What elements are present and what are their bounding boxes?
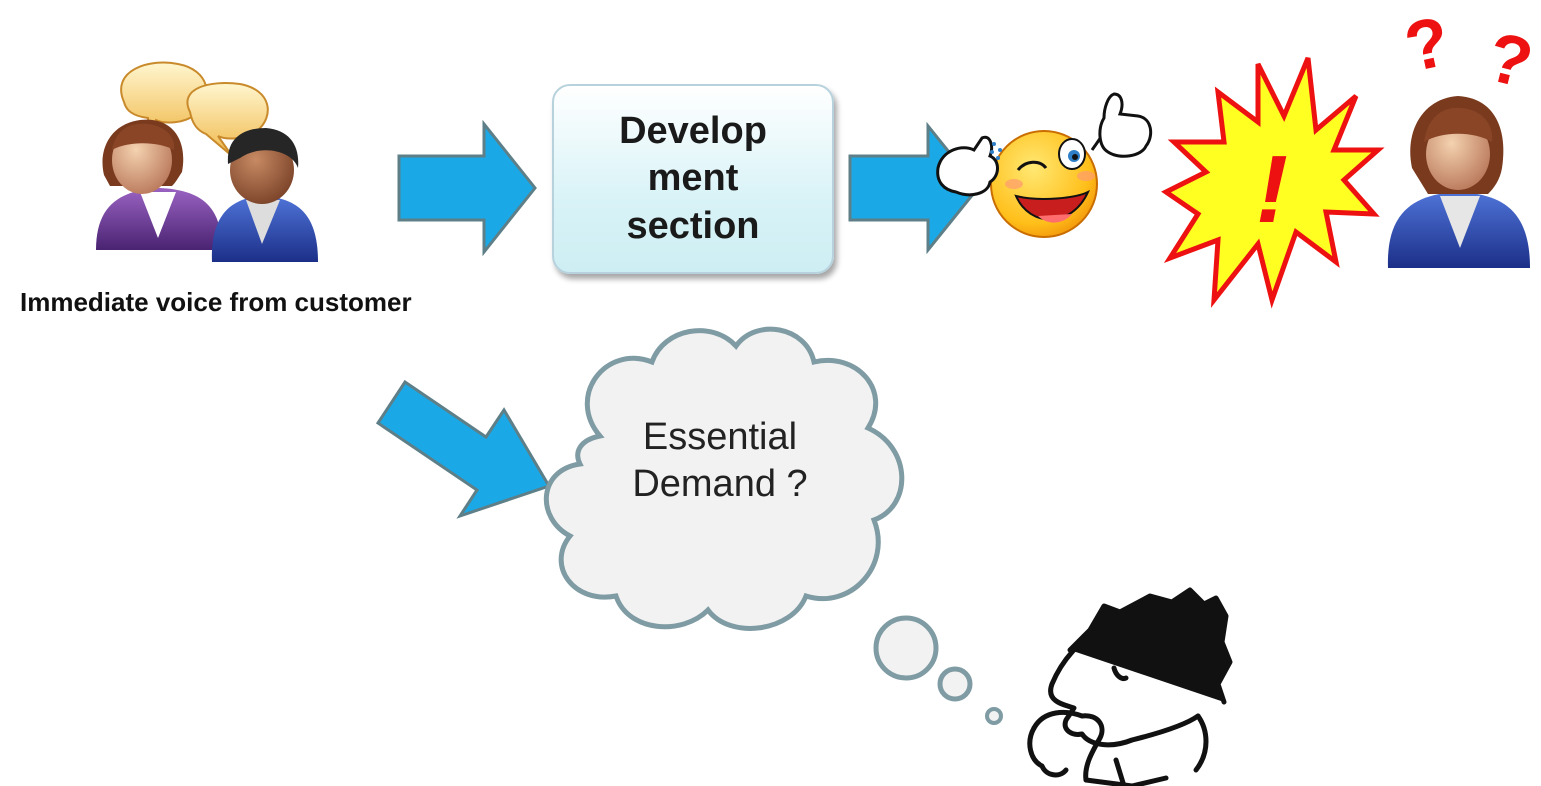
arrow-right-icon bbox=[397, 119, 537, 257]
essential-demand-label: Essential Demand ? bbox=[632, 416, 808, 506]
arrow-down-right-icon bbox=[375, 379, 552, 519]
confused-customer-icon: ? ? bbox=[1387, 1, 1540, 268]
development-section-label: Develop ment section bbox=[619, 110, 767, 247]
surprise-mark: ! bbox=[1256, 136, 1288, 243]
customer-voice-caption: Immediate voice from customer bbox=[20, 287, 412, 317]
question-mark-right: ? bbox=[1480, 17, 1540, 103]
development-section-box: Develop ment section bbox=[552, 84, 834, 274]
explosion-burst-icon: ! bbox=[1161, 57, 1385, 309]
winking-smiley-thumbs-up-icon bbox=[936, 92, 1153, 238]
two-customers-talking-icon bbox=[96, 61, 318, 262]
thought-cloud-icon bbox=[544, 326, 1003, 725]
question-mark-left: ? bbox=[1398, 1, 1456, 86]
speech-bubble-icon bbox=[120, 61, 269, 157]
thinking-man-icon bbox=[1027, 587, 1233, 786]
